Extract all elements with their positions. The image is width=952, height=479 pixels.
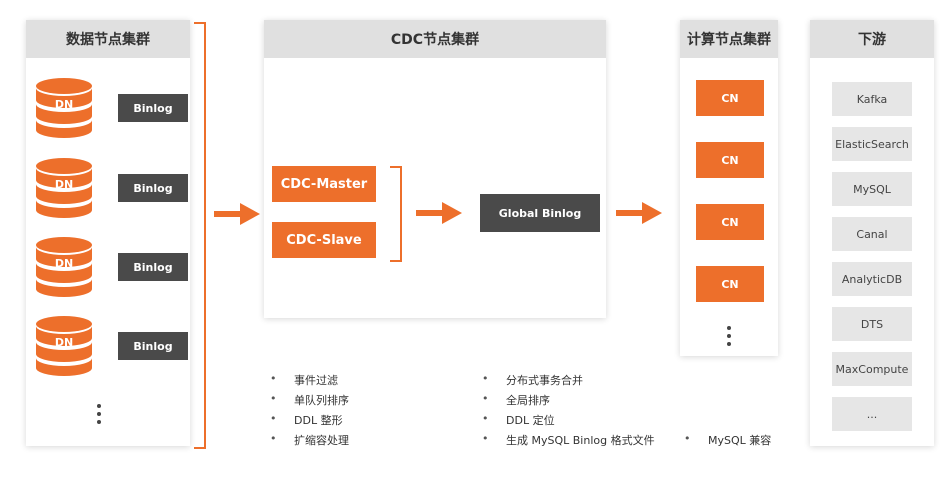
database-icon bbox=[36, 237, 92, 297]
compute-cluster-title: 计算节点集群 bbox=[680, 20, 778, 58]
more-nodes-ellipsis bbox=[727, 326, 731, 350]
cdc-bracket bbox=[390, 166, 402, 262]
binlog-tag: Binlog bbox=[118, 174, 188, 202]
cdc-cluster-title: CDC节点集群 bbox=[264, 20, 606, 58]
bullet: • bbox=[270, 432, 277, 445]
cn-box: CN bbox=[696, 204, 764, 240]
dn-label: DN bbox=[54, 98, 74, 111]
downstream-title: 下游 bbox=[810, 20, 934, 58]
bullet: • bbox=[270, 372, 277, 385]
downstream-item-mysql: MySQL bbox=[832, 172, 912, 206]
feature-text: DDL 整形 bbox=[294, 414, 343, 427]
arrow-right-icon bbox=[416, 202, 462, 224]
more-nodes-ellipsis bbox=[97, 404, 101, 428]
binlog-tag: Binlog bbox=[118, 332, 188, 360]
database-icon bbox=[36, 316, 92, 376]
downstream-item-elasticsearch: ElasticSearch bbox=[832, 127, 912, 161]
feature-text: 单队列排序 bbox=[294, 394, 349, 407]
downstream-item-kafka: Kafka bbox=[832, 82, 912, 116]
downstream-item-maxcompute: MaxCompute bbox=[832, 352, 912, 386]
bullet: • bbox=[482, 392, 489, 405]
arrow-right-icon bbox=[214, 203, 260, 225]
feature-text: MySQL 兼容 bbox=[708, 434, 772, 447]
bullet: • bbox=[270, 412, 277, 425]
data-cluster-bracket bbox=[194, 22, 206, 449]
data-node-4: DN Binlog bbox=[34, 314, 194, 378]
bullet: • bbox=[482, 412, 489, 425]
downstream-item-more: ... bbox=[832, 397, 912, 431]
cdc-cluster-panel: CDC节点集群 CDC-Master CDC-Slave Global Binl… bbox=[264, 20, 606, 318]
bullet: • bbox=[684, 432, 691, 445]
cn-box: CN bbox=[696, 142, 764, 178]
feature-text: 生成 MySQL Binlog 格式文件 bbox=[506, 434, 655, 447]
bullet: • bbox=[482, 432, 489, 445]
downstream-item-analyticdb: AnalyticDB bbox=[832, 262, 912, 296]
data-node-2: DN Binlog bbox=[34, 156, 194, 220]
database-icon bbox=[36, 78, 92, 138]
cn-box: CN bbox=[696, 266, 764, 302]
data-node-1: DN Binlog bbox=[34, 76, 194, 140]
cdc-master-box: CDC-Master bbox=[272, 166, 376, 202]
arrow-right-icon bbox=[616, 202, 662, 224]
data-node-cluster-title: 数据节点集群 bbox=[26, 20, 190, 58]
compute-cluster-panel: 计算节点集群 CN CN CN CN bbox=[680, 20, 778, 356]
feature-text: 全局排序 bbox=[506, 394, 550, 407]
downstream-item-dts: DTS bbox=[832, 307, 912, 341]
database-icon bbox=[36, 158, 92, 218]
feature-text: 分布式事务合并 bbox=[506, 374, 583, 387]
bullet: • bbox=[482, 372, 489, 385]
bullet: • bbox=[270, 392, 277, 405]
binlog-tag: Binlog bbox=[118, 94, 188, 122]
feature-text: 事件过滤 bbox=[294, 374, 338, 387]
global-binlog-box: Global Binlog bbox=[480, 194, 600, 232]
dn-label: DN bbox=[54, 178, 74, 191]
data-node-cluster-panel: 数据节点集群 DN Binlog DN Binlog DN Binlog bbox=[26, 20, 190, 446]
downstream-panel: 下游 Kafka ElasticSearch MySQL Canal Analy… bbox=[810, 20, 934, 446]
dn-label: DN bbox=[54, 336, 74, 349]
cn-box: CN bbox=[696, 80, 764, 116]
feature-text: DDL 定位 bbox=[506, 414, 555, 427]
downstream-item-canal: Canal bbox=[832, 217, 912, 251]
cdc-slave-box: CDC-Slave bbox=[272, 222, 376, 258]
feature-text: 扩缩容处理 bbox=[294, 434, 349, 447]
binlog-tag: Binlog bbox=[118, 253, 188, 281]
data-node-3: DN Binlog bbox=[34, 235, 194, 299]
dn-label: DN bbox=[54, 257, 74, 270]
